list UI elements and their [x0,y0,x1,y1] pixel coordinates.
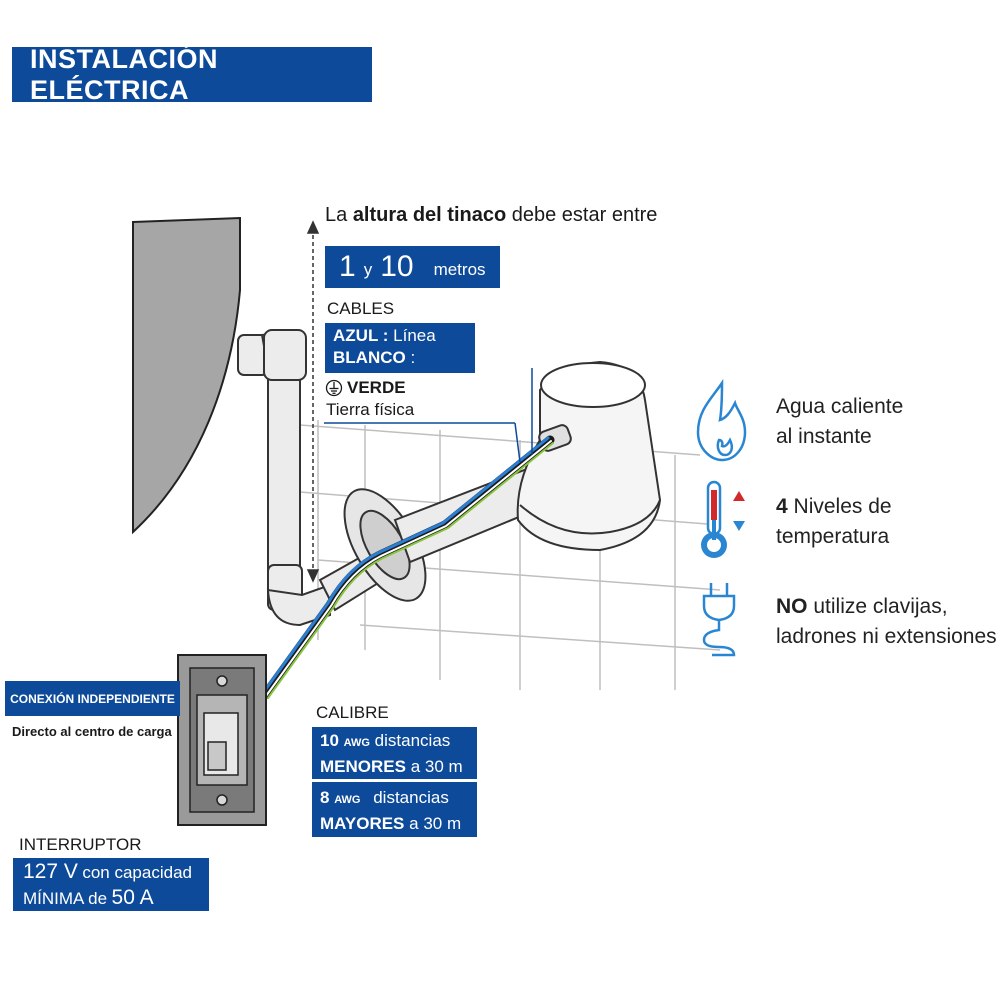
interruptor-amperage: 50 A [111,886,154,909]
cable-verde: VERDE [325,378,406,398]
interruptor-line2-text: MÍNIMA de [23,889,108,908]
feature-temperature-bold: 4 [776,495,788,518]
interruptor-heading: INTERRUPTOR [19,835,142,854]
cable-azul-label: AZUL : [333,326,389,345]
feature-temperature-line2: temperatura [776,525,890,548]
height-arrow [306,220,320,583]
feature-hot-water: Agua caliente al instante [776,392,903,452]
cables-heading: CABLES [327,299,395,318]
interruptor-box: 127 V con capacidad MÍNIMA de 50 A [13,858,209,911]
calibre-row2-num: 8 [320,788,330,807]
shower-heater [516,360,662,552]
feature-temperature: 4 Niveles de temperatura [776,492,892,552]
feature-hot-water-line1: Agua caliente [776,395,904,418]
calibre-row2-awg: AWG [334,794,361,806]
flame-icon [696,378,747,462]
height-max: 10 [380,250,414,283]
height-min: 1 [339,250,356,283]
calibre-heading: CALIBRE [316,703,389,722]
wall-switch-plate [177,654,267,826]
calibre-row2-text: distancias [373,788,449,807]
calibre-row1-num: 10 [320,731,339,750]
height-note-prefix: La [325,204,348,226]
ground-icon [325,379,343,397]
page-title: INSTALACIÓN ELÉCTRICA [12,44,372,105]
calibre-row-2: 8 AWG distancias MAYORES a 30 m [312,782,477,837]
height-unit: metros [433,260,486,279]
conexion-label: CONEXIÓN INDEPENDIENTE [5,681,180,716]
feature-no-extensions: NO utilize clavijas, ladrones ni extensi… [776,592,997,652]
interruptor-voltage: 127 V [23,860,78,883]
calibre-row1-tail: a 30 m [410,757,463,776]
calibre-row1-text: distancias [374,731,451,750]
calibre-row2-tail: a 30 m [409,814,462,833]
cable-azul-value: Línea [393,326,436,345]
feature-no-bold: NO [776,595,808,618]
cable-verde-label: VERDE [347,378,406,397]
water-tank [132,216,241,535]
calibre-row1-awg: AWG [343,737,370,749]
height-note: La altura del tinaco debe estar entre [325,204,657,227]
feature-temperature-line1: Niveles de [793,495,892,518]
feature-no-line2: ladrones ni extensiones [776,625,997,648]
thermometer-icon [701,480,745,558]
interruptor-line1-text: con capacidad [82,863,192,882]
calibre-row2-bold: MAYORES [320,814,405,833]
feature-hot-water-line2: al instante [776,425,872,448]
cables-box: AZUL : Línea BLANCO : Neutro [325,323,475,389]
cable-verde-value: Tierra física [326,400,415,419]
calibre-row1-bold: MENORES [320,757,406,776]
conexion-sub: Directo al centro de carga [12,724,172,739]
cable-blanco-value: : Neutro [333,348,416,389]
feature-no-line1: utilize clavijas, [813,595,948,618]
calibre-row-1: 10 AWG distancias MENORES a 30 m [312,727,477,779]
electrical-cables [260,435,555,700]
height-note-bold: altura del tinaco [352,204,507,226]
leader-lines [324,368,533,463]
height-joiner: y [363,260,373,279]
cable-blanco-label: BLANCO [333,348,406,367]
plug-icon [702,583,736,657]
height-range-box: 1 y 10 metros [325,246,500,288]
height-note-suffix: debe estar entre [511,204,658,226]
